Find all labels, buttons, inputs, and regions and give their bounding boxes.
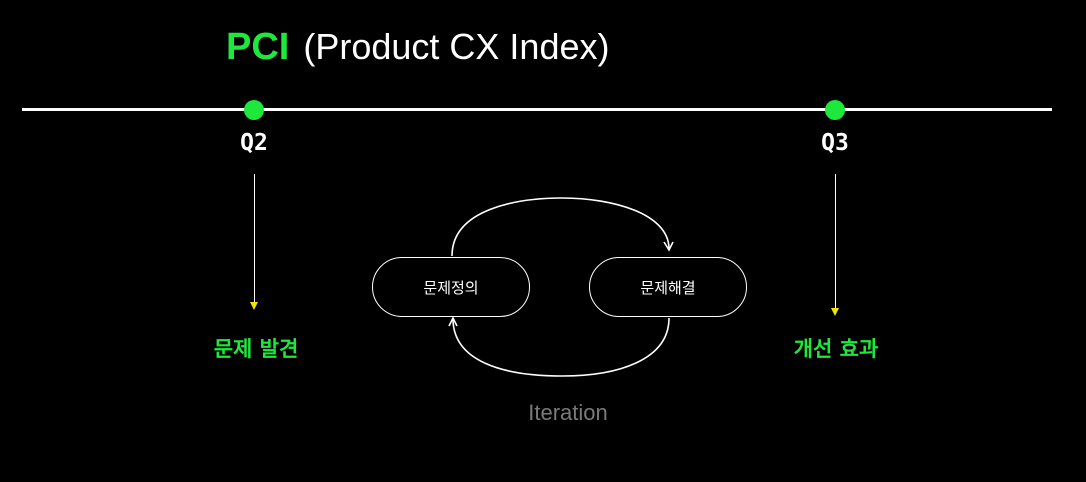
arrowhead-icon: [663, 241, 674, 252]
page-title: PCI (Product CX Index): [226, 26, 609, 72]
arrow-down-icon: [831, 308, 839, 316]
arrow-down-icon: [250, 302, 258, 310]
timeline-line: [22, 108, 1052, 111]
step-define-problem: 문제정의: [372, 257, 530, 317]
milestone-connector-q2: [254, 174, 255, 304]
milestone-outcome-q3: 개선 효과: [793, 337, 879, 361]
iteration-caption: Iteration: [528, 400, 608, 425]
title-subtitle: (Product CX Index): [303, 26, 610, 67]
step-solve-problem: 문제해결: [589, 257, 747, 317]
title-accent: PCI: [226, 26, 290, 68]
milestone-label-q2: Q2: [240, 130, 268, 156]
arrowhead-icon: [448, 316, 458, 327]
loop-arrow-bottom: [452, 317, 670, 377]
milestone-dot-q2: [244, 100, 264, 120]
milestone-dot-q3: [825, 100, 845, 120]
milestone-outcome-q2: 문제 발견: [213, 337, 299, 361]
milestone-label-q3: Q3: [821, 130, 849, 156]
milestone-connector-q3: [835, 174, 836, 310]
loop-arrow-top: [451, 197, 670, 257]
